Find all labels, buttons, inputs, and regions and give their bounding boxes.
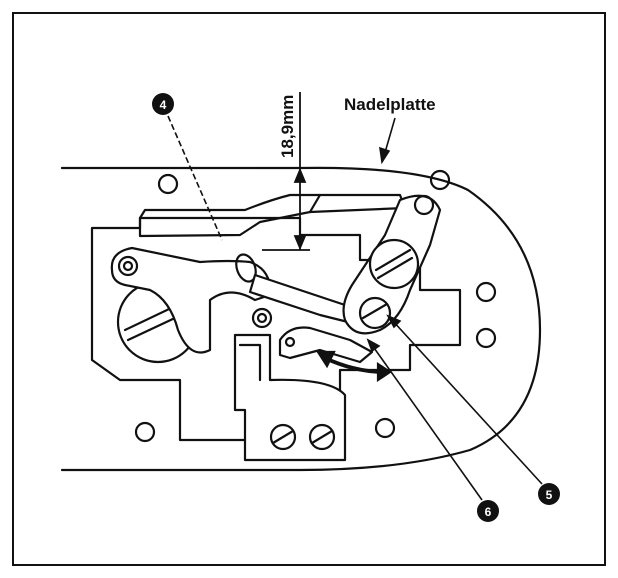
needle-plate-outline [60,166,542,472]
callout-6-number: 6 [485,505,492,519]
callout-5-badge [538,483,560,505]
needle-plate-label: Nadelplatte [344,95,436,114]
callout-4-number: 4 [160,98,167,112]
callout-5-number: 5 [546,488,553,502]
dimension-label: 18,9mm [278,95,297,158]
callout-5-leader [386,314,543,485]
callout-4-leader [167,115,223,241]
screw-5 [358,296,392,330]
callout-4-badge [152,93,174,115]
needle-plate-leader [379,117,396,165]
callout-6-leader [366,338,483,501]
left-lever [110,246,272,354]
adjust-arrow [315,350,392,383]
diagram-frame [12,12,606,566]
callout-6-badge [477,500,499,522]
upper-rail [138,193,407,238]
hook-plate [278,326,374,364]
dimension-marker [260,92,315,251]
